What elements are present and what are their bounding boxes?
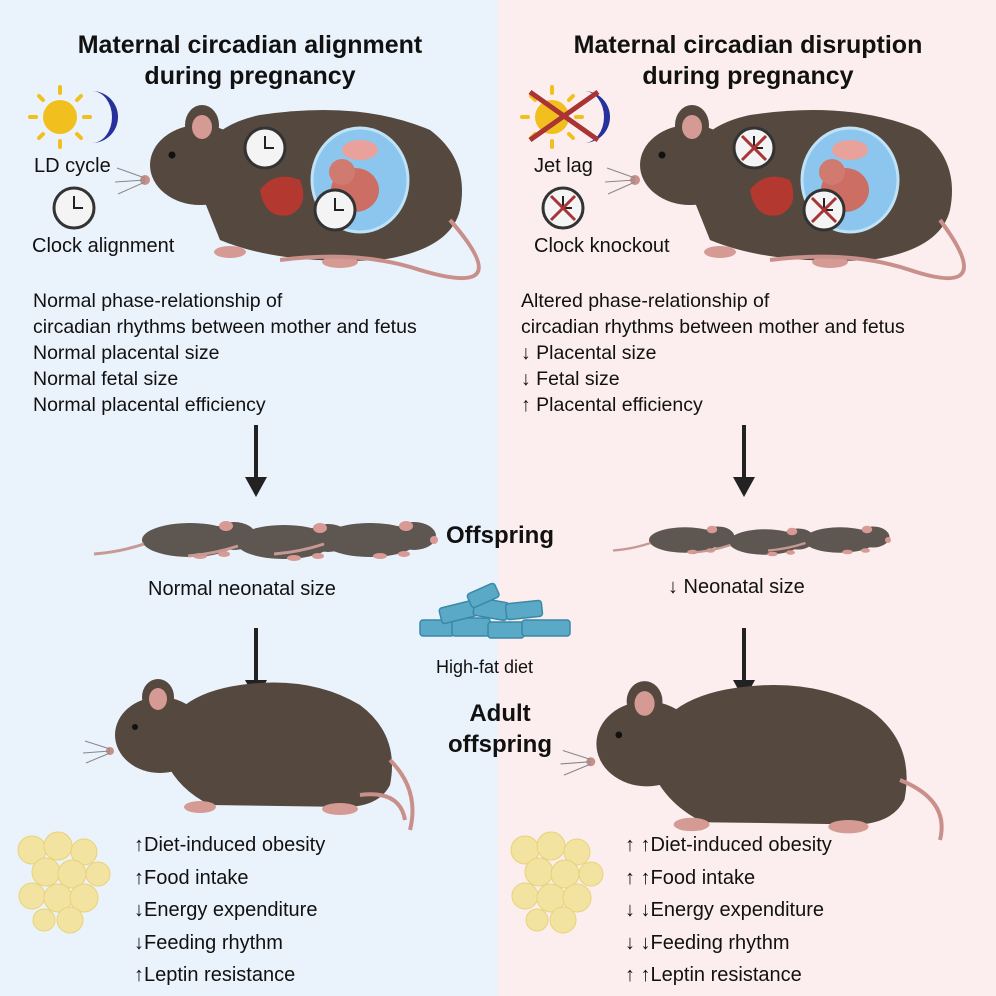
right-clock-label: Clock knockout bbox=[534, 235, 670, 257]
left-finding: Normal fetal size bbox=[33, 368, 179, 390]
right-outcome: ↓ ↓Feeding rhythm bbox=[625, 931, 790, 954]
left-moon-icon bbox=[92, 91, 118, 143]
left-sun-icon bbox=[28, 85, 92, 149]
left-finding: Normal placental efficiency bbox=[33, 394, 266, 416]
left-light-label: LD cycle bbox=[34, 155, 111, 177]
right-adult-mouse bbox=[559, 680, 908, 834]
left-fat-cells-icon bbox=[17, 831, 111, 934]
left-outcome: ↑Food intake bbox=[134, 866, 249, 889]
left-clock-label: Clock alignment bbox=[32, 235, 175, 257]
left-finding: Normal phase-relationship of bbox=[33, 290, 283, 312]
right-pup-1 bbox=[611, 524, 738, 556]
adult-offspring-label: Adult offspring bbox=[420, 698, 580, 760]
right-finding: ↓ Fetal size bbox=[521, 368, 620, 390]
left-outcome: ↓Feeding rhythm bbox=[134, 931, 283, 954]
right-title-line1: Maternal circadian disruption bbox=[573, 31, 923, 59]
right-neonatal-label: ↓ Neonatal size bbox=[668, 576, 805, 598]
diet-pellets-icon bbox=[419, 582, 571, 639]
right-light-label: Jet lag bbox=[534, 155, 593, 177]
left-clock-icon bbox=[52, 186, 96, 230]
left-title-line1: Maternal circadian alignment bbox=[77, 31, 423, 59]
right-finding: circadian rhythms between mother and fet… bbox=[521, 316, 905, 338]
right-outcome: ↓ ↓Energy expenditure bbox=[625, 899, 825, 921]
left-adult-mouse bbox=[82, 678, 393, 816]
left-outcome: ↑Diet-induced obesity bbox=[134, 834, 326, 856]
right-title-line2: during pregnancy bbox=[642, 62, 854, 90]
left-finding: Normal placental size bbox=[33, 342, 220, 364]
left-title-line2: during pregnancy bbox=[144, 62, 356, 90]
right-arrow-icon-1 bbox=[731, 423, 757, 499]
adult-label-line2: offspring bbox=[448, 731, 552, 758]
left-findings: Normal phase-relationship of circadian r… bbox=[33, 288, 417, 418]
left-adult-tail bbox=[359, 758, 415, 831]
right-adult-tail bbox=[899, 778, 944, 841]
left-title: Maternal circadian alignment during preg… bbox=[15, 30, 485, 92]
right-finding: ↓ Placental size bbox=[521, 342, 657, 364]
left-tail bbox=[279, 218, 481, 281]
right-crossed-clock-icon bbox=[541, 186, 585, 230]
left-pup-1 bbox=[92, 519, 260, 561]
left-mother-clock-icon bbox=[243, 126, 287, 170]
right-fetal-crossed-clock-icon bbox=[802, 188, 846, 232]
right-outcome: ↑ ↑Food intake bbox=[625, 866, 756, 889]
right-finding: ↑ Placental efficiency bbox=[521, 394, 703, 416]
left-outcomes: ↑Diet-induced obesity ↑Food intake ↓Ener… bbox=[134, 829, 325, 992]
left-fetal-clock-icon bbox=[313, 188, 357, 232]
diet-label: High-fat diet bbox=[436, 657, 534, 677]
left-finding: circadian rhythms between mother and fet… bbox=[33, 316, 417, 338]
right-fat-cells-icon bbox=[510, 831, 604, 934]
right-outcome: ↑ ↑Diet-induced obesity bbox=[625, 834, 832, 856]
right-outcomes: ↑ ↑Diet-induced obesity ↑ ↑Food intake ↓… bbox=[625, 829, 832, 992]
left-neonatal-label: Normal neonatal size bbox=[148, 578, 336, 600]
right-mother-crossed-clock-icon bbox=[732, 126, 776, 170]
right-findings: Altered phase-relationship of circadian … bbox=[521, 288, 905, 418]
adult-label-line1: Adult bbox=[469, 700, 531, 727]
offspring-label: Offspring bbox=[446, 522, 554, 549]
left-arrow-icon-1 bbox=[243, 423, 269, 499]
left-outcome: ↑Leptin resistance bbox=[134, 964, 296, 986]
left-outcome: ↓Energy expenditure bbox=[134, 899, 318, 921]
right-title: Maternal circadian disruption during pre… bbox=[513, 30, 983, 92]
right-finding: Altered phase-relationship of bbox=[521, 290, 770, 312]
jet-lag-cross-icon bbox=[528, 89, 600, 143]
right-outcome: ↑ ↑Leptin resistance bbox=[625, 964, 802, 986]
right-tail bbox=[769, 218, 966, 281]
